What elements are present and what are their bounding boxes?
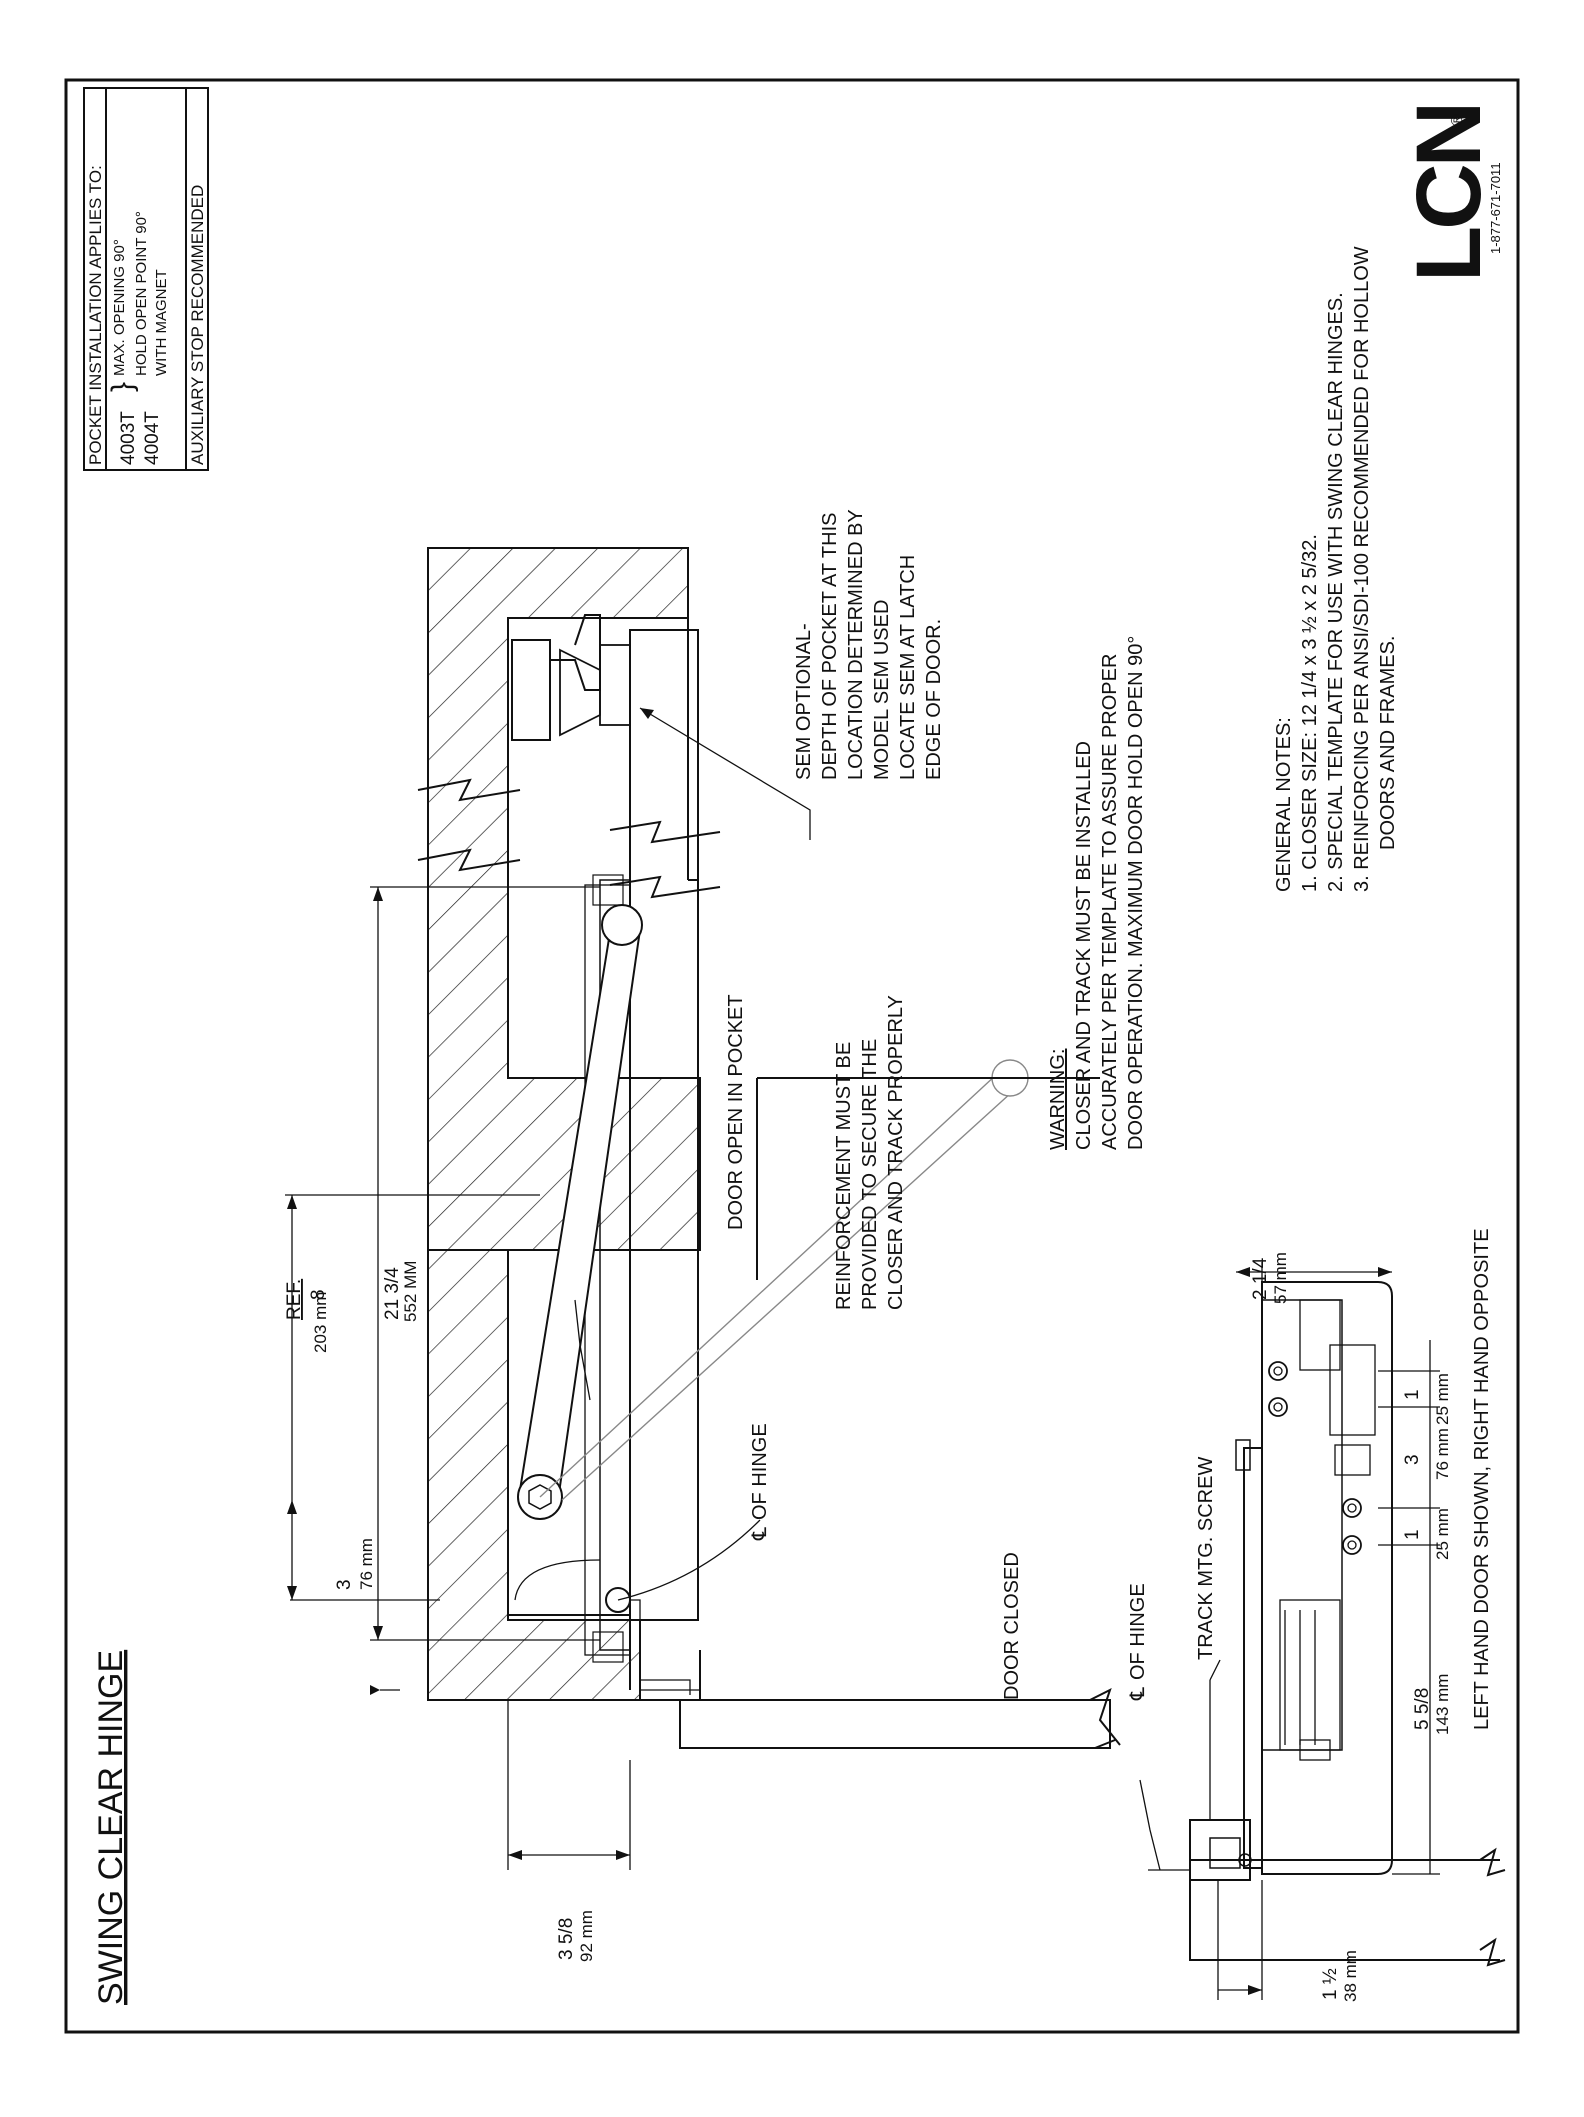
model-4004t: 4004T xyxy=(142,411,163,465)
side-dim-5-b: 143 mm xyxy=(1433,1674,1452,1735)
reinforcement-line-3: CLOSER AND TRACK PROPERLY xyxy=(885,995,907,1310)
reinforcement-line-1: REINFORCEMENT MUST BE xyxy=(833,1042,855,1310)
sem-line-1: SEM OPTIONAL- xyxy=(793,623,815,780)
cl-hinge-label: OF HINGE xyxy=(749,1423,771,1520)
lcn-logo: LCN ® 1-877-671-7011 xyxy=(1398,105,1503,282)
note-magnet: WITH MAGNET xyxy=(153,269,170,376)
note-3: 3. REINFORCING PER ANSI/SDI-100 RECOMMEN… xyxy=(1351,246,1373,892)
dim-21-a: 21 3/4 xyxy=(382,1267,403,1320)
side-dim-1b-a: 1 xyxy=(1402,1529,1423,1540)
door-closed-label: DOOR CLOSED xyxy=(1001,1552,1023,1700)
side-cl-symbol: ℄ xyxy=(1127,1687,1149,1701)
side-dim-2-b: 57 mm xyxy=(1271,1252,1290,1304)
applies-footer: AUXILIARY STOP RECOMMENDED xyxy=(188,185,207,465)
side-dim-1a-b: 25 mm xyxy=(1433,1373,1452,1425)
side-dim-5-a: 5 5/8 xyxy=(1412,1688,1433,1730)
closer-side-view: ℄ OF HINGE TRACK MTG. SCREW 2 1/4 57 mm … xyxy=(1127,1252,1506,2002)
side-dim-3-a: 3 xyxy=(1402,1454,1423,1465)
dim-8-b: 203 mm xyxy=(311,1292,330,1353)
warning-heading: WARNING: xyxy=(1047,1049,1069,1150)
warning-line-1: CLOSER AND TRACK MUST BE INSTALLED xyxy=(1073,741,1095,1150)
sem-line-5: LOCATE SEM AT LATCH xyxy=(897,555,919,780)
dim-3-5-8-a: 3 5/8 xyxy=(556,1918,577,1960)
brace-symbol: } xyxy=(106,382,139,392)
sheet-border xyxy=(64,78,1520,2034)
brand-phone: 1-877-671-7011 xyxy=(1488,162,1503,254)
dim-3-5-8-92: 3 5/8 92 mm xyxy=(507,1700,631,1962)
sem-line-4: MODEL SEM USED xyxy=(871,600,893,780)
notes-heading: GENERAL NOTES: xyxy=(1273,717,1295,892)
dim-21-b: 552 MM xyxy=(401,1261,420,1322)
side-dim-1-5-a: 1 ½ xyxy=(1320,1968,1341,2000)
sem-line-3: LOCATION DETERMINED BY xyxy=(845,509,867,780)
sem-magnet xyxy=(511,614,631,741)
note-1: 1. CLOSER SIZE: 12 1/4 x 3 ½ x 2 5/32. xyxy=(1299,534,1321,892)
note-max-opening: MAX. OPENING 90° xyxy=(111,239,128,376)
side-cl-label: OF HINGE xyxy=(1127,1583,1149,1680)
door-open-label: DOOR OPEN IN POCKET xyxy=(725,994,747,1230)
dim-3-76: 3 76 mm xyxy=(287,1500,440,1695)
note-3-cont: DOORS AND FRAMES. xyxy=(1377,636,1399,850)
sem-line-2: DEPTH OF POCKET AT THIS xyxy=(819,513,841,780)
side-dim-1a-a: 1 xyxy=(1402,1389,1423,1400)
dim-3-76-a: 3 xyxy=(334,1579,355,1590)
registered-mark: ® xyxy=(1449,114,1466,126)
applies-header: POCKET INSTALLATION APPLIES TO: xyxy=(86,165,105,465)
warning-block: WARNING: CLOSER AND TRACK MUST BE INSTAL… xyxy=(1047,636,1147,1150)
dim-3-76-b: 76 mm xyxy=(357,1538,376,1590)
note-hold-open: HOLD OPEN POINT 90° xyxy=(133,211,150,376)
dim-8-a: 8 xyxy=(308,1289,329,1300)
sem-line-6: EDGE OF DOOR. xyxy=(923,619,945,780)
dim-21-552: 21 3/4 552 MM xyxy=(370,886,600,1641)
logo-text: LCN xyxy=(1398,105,1500,282)
cl-hinge-symbol: ℄ xyxy=(749,1527,771,1541)
page-title: SWING CLEAR HINGE xyxy=(92,1650,130,2005)
pocket-top-view: 3 76 mm REF. 8 203 mm xyxy=(284,509,1121,1962)
track-screw-label: TRACK MTG. SCREW xyxy=(1195,1457,1217,1660)
side-dim-2-a: 2 1/4 xyxy=(1250,1257,1271,1300)
model-4003t: 4003T xyxy=(118,411,139,465)
side-dim-1-5-b: 38 mm xyxy=(1341,1950,1360,2002)
side-dim-3-b: 76 mm xyxy=(1433,1428,1452,1480)
warning-line-2: ACCURATELY PER TEMPLATE TO ASSURE PROPER xyxy=(1099,654,1121,1150)
note-2: 2. SPECIAL TEMPLATE FOR USE WITH SWING C… xyxy=(1325,292,1347,892)
left-hand-note: LEFT HAND DOOR SHOWN, RIGHT HAND OPPOSIT… xyxy=(1471,1228,1493,1730)
warning-line-3: DOOR OPERATION. MAXIMUM DOOR HOLD OPEN 9… xyxy=(1125,636,1147,1150)
general-notes: GENERAL NOTES: 1. CLOSER SIZE: 12 1/4 x … xyxy=(1273,246,1399,892)
reinforcement-line-2: PROVIDED TO SECURE THE xyxy=(859,1039,881,1310)
dim-8-ref: REF. xyxy=(284,1279,305,1320)
dim-8-203: REF. 8 203 mm xyxy=(284,1194,540,1500)
applies-to-box: POCKET INSTALLATION APPLIES TO: 4003T 40… xyxy=(83,87,209,471)
side-dim-1b-b: 25 mm xyxy=(1433,1508,1452,1560)
dim-3-5-8-b: 92 mm xyxy=(577,1910,596,1962)
